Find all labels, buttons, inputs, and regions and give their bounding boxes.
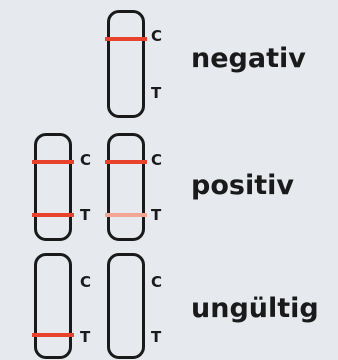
test-strip-positive-strong	[32, 133, 74, 241]
control-marker: C	[151, 27, 163, 45]
control-marker: C	[80, 151, 92, 169]
control-line	[32, 160, 74, 164]
test-marker: T	[80, 206, 91, 224]
test-marker: T	[151, 328, 162, 346]
test-marker: T	[151, 206, 162, 224]
result-label-positive: positiv	[191, 170, 294, 201]
test-strip-negative	[105, 10, 147, 118]
test-line	[32, 333, 74, 337]
control-marker: C	[151, 151, 163, 169]
control-marker: C	[151, 273, 163, 291]
test-marker: T	[151, 84, 162, 102]
control-line	[105, 37, 147, 41]
test-strip-invalid-test-only	[32, 253, 74, 359]
result-label-negative: negativ	[191, 43, 306, 74]
result-label-invalid: ungültig	[191, 293, 319, 324]
test-line	[32, 213, 74, 217]
control-line	[105, 160, 147, 164]
test-line	[105, 213, 147, 217]
test-strip-positive-faint	[105, 133, 147, 241]
test-marker: T	[80, 328, 91, 346]
test-strip-invalid-empty	[107, 253, 145, 359]
control-marker: C	[80, 273, 92, 291]
